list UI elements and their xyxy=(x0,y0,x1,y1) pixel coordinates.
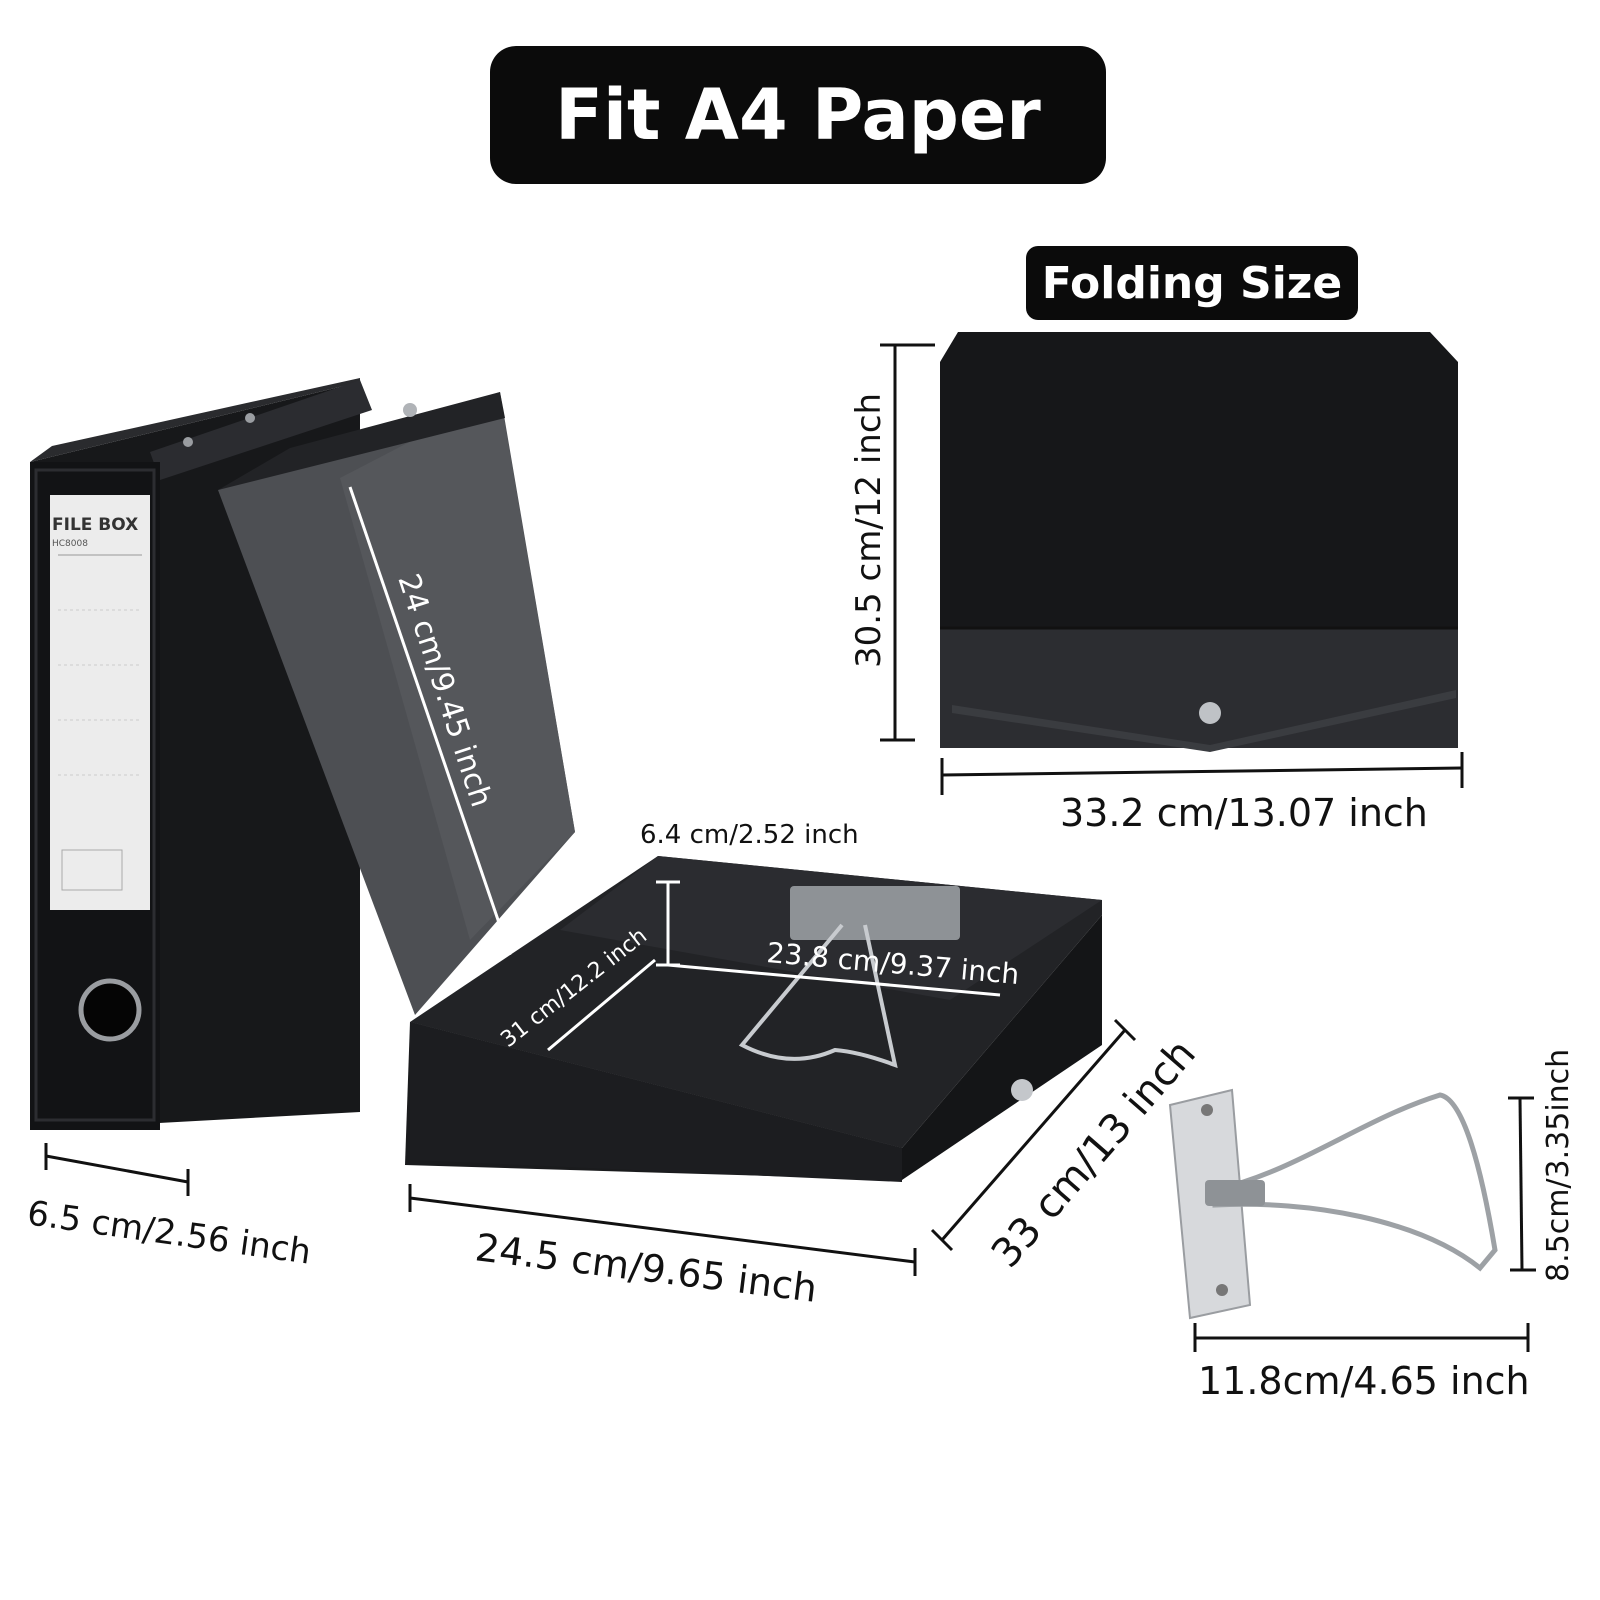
dim-spine-width: 6.5 cm/2.56 inch xyxy=(25,1193,314,1272)
title-banner: Fit A4 Paper xyxy=(490,46,1106,184)
dim-fold-height: 30.5 cm/12 inch xyxy=(849,393,889,668)
title-text: Fit A4 Paper xyxy=(555,74,1041,156)
spine-label xyxy=(50,495,150,910)
dim-fold-width: 33.2 cm/13.07 inch xyxy=(1060,791,1428,835)
snap-button xyxy=(1011,1079,1033,1101)
spine-label-title: FILE BOX xyxy=(52,515,138,535)
dim-clip-width: 11.8cm/4.65 inch xyxy=(1198,1359,1530,1403)
folded-box xyxy=(940,332,1458,752)
spine-label-code: HC8008 xyxy=(52,539,88,549)
folding-size-banner: Folding Size xyxy=(1026,246,1358,320)
open-file-box xyxy=(218,392,1102,1182)
dim-clip-height: 8.5cm/3.35inch xyxy=(1541,1049,1576,1282)
metal-clip xyxy=(1168,1088,1498,1320)
dim-box-height: 6.4 cm/2.52 inch xyxy=(640,820,859,850)
folding-size-text: Folding Size xyxy=(1041,257,1343,309)
dim-box-width: 24.5 cm/9.65 inch xyxy=(473,1225,820,1311)
finger-hole-ring xyxy=(78,978,142,1042)
dimension-lines xyxy=(44,343,1536,1352)
inner-dimension-lines xyxy=(348,486,1001,1052)
